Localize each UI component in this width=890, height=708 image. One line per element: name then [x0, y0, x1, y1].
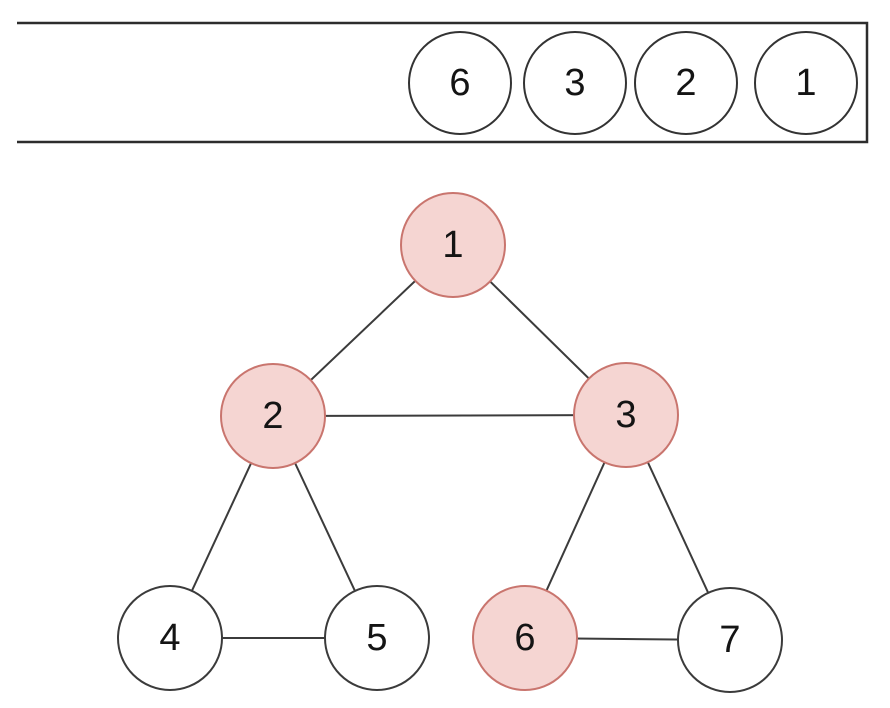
node-label: 5 — [366, 617, 387, 659]
graph-node-2: 2 — [220, 363, 326, 469]
node-label: 3 — [615, 394, 636, 436]
node-circle-unvisited — [324, 585, 430, 691]
node-circle-unvisited — [677, 587, 783, 693]
graph-node-1: 1 — [400, 192, 506, 298]
node-circle-unvisited — [117, 585, 223, 691]
queue-bar-outline — [17, 21, 869, 144]
queue-item-circle — [754, 31, 858, 135]
graph-node-4: 4 — [117, 585, 223, 691]
node-label: 1 — [442, 224, 463, 266]
node-circle-visited — [472, 585, 578, 691]
queue-item-6: 6 — [408, 31, 512, 135]
queue-bar: 6 3 2 1 — [17, 21, 869, 144]
node-circle-visited — [220, 363, 326, 469]
queue-item-2: 2 — [634, 31, 738, 135]
queue-item-label: 3 — [564, 62, 585, 104]
queue-item-label: 2 — [675, 62, 696, 104]
queue-item-label: 1 — [795, 62, 816, 104]
queue-item-circle — [634, 31, 738, 135]
queue-item-label: 6 — [449, 62, 470, 104]
graph-node-5: 5 — [324, 585, 430, 691]
edge-2-3 — [272, 414, 627, 417]
node-label: 2 — [262, 395, 283, 437]
node-label: 7 — [719, 619, 740, 661]
graph-node-6: 6 — [472, 585, 578, 691]
queue-item-3: 3 — [523, 31, 627, 135]
node-circle-visited — [573, 362, 679, 468]
queue-item-circle — [408, 31, 512, 135]
node-label: 4 — [159, 617, 180, 659]
graph-node-3: 3 — [573, 362, 679, 468]
node-label: 6 — [514, 617, 535, 659]
graph-nodes: 1 2 3 4 5 6 — [117, 192, 783, 693]
queue-item-circle — [523, 31, 627, 135]
node-circle-visited — [400, 192, 506, 298]
graph-node-7: 7 — [677, 587, 783, 693]
queue-item-1: 1 — [754, 31, 858, 135]
